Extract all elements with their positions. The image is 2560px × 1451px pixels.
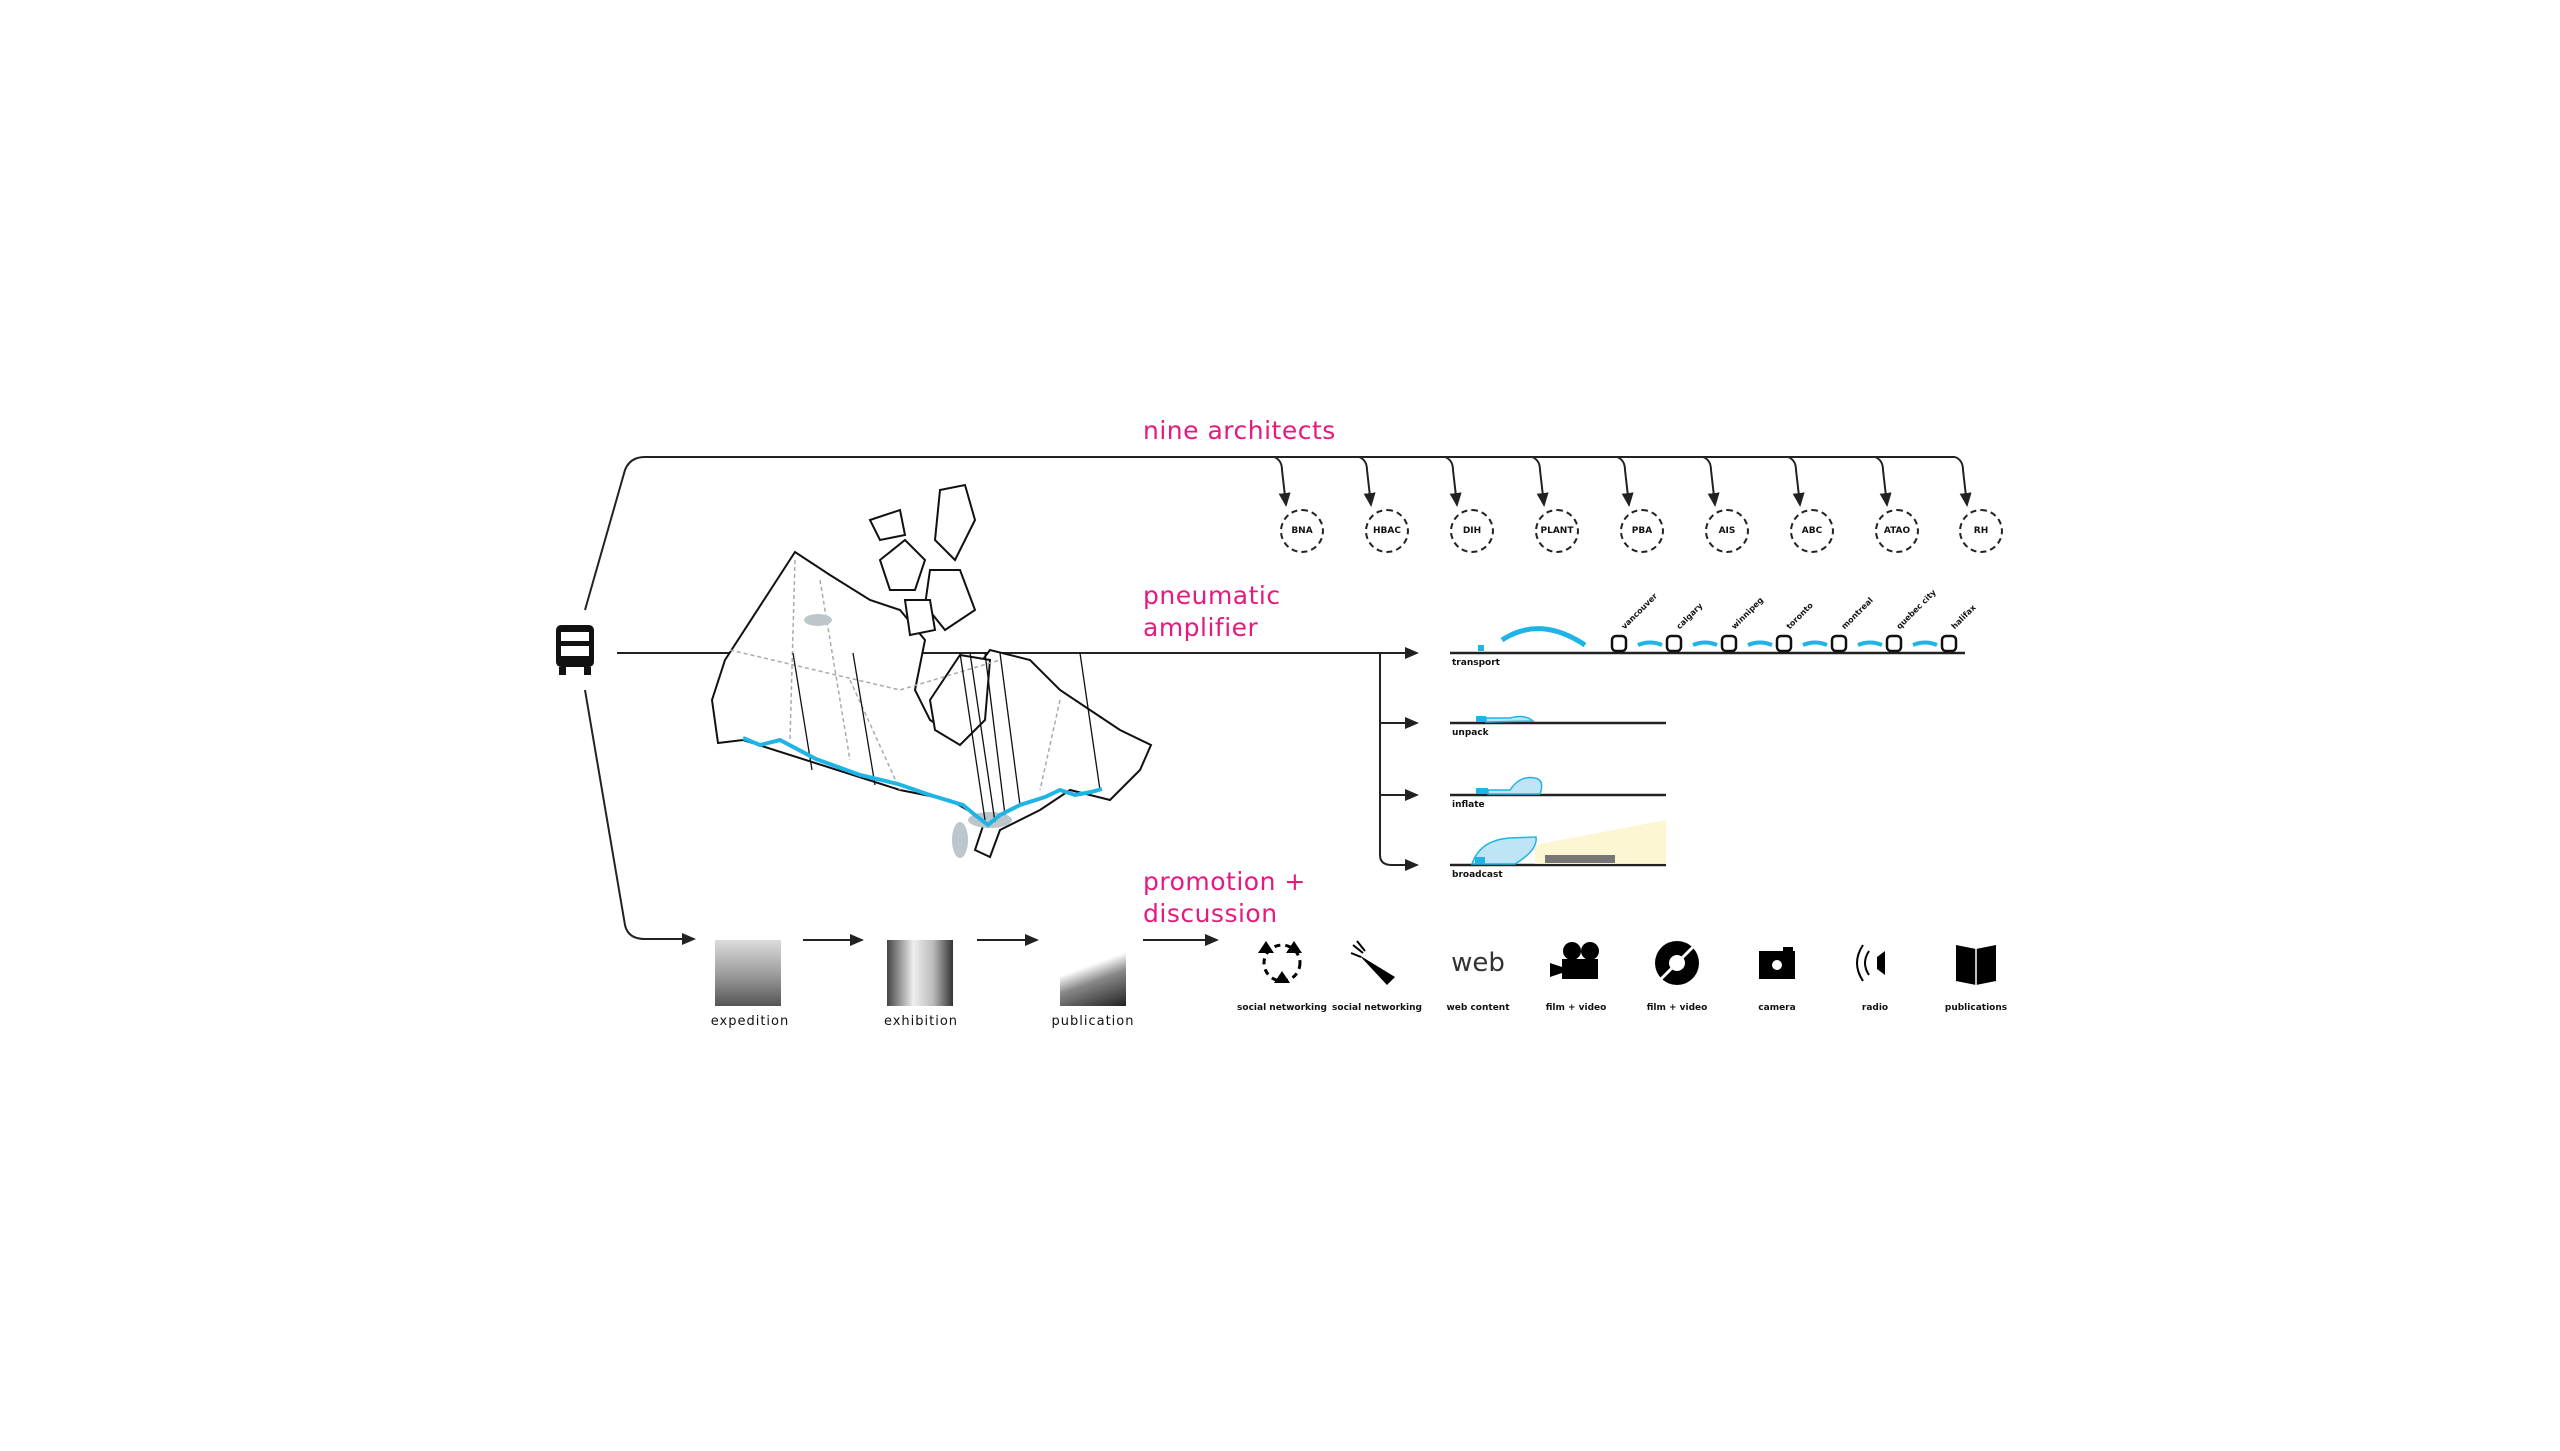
architects-branch-line <box>584 456 1955 611</box>
exhibition-photo <box>887 940 953 1006</box>
transport-drawing <box>1478 626 1958 653</box>
process-label-exhibition: exhibition <box>883 1014 959 1029</box>
media-label: film + video <box>1646 1003 1708 1013</box>
stage-label-unpack: unpack <box>1452 728 1489 738</box>
promotion-branch-line <box>584 689 696 945</box>
architect-circle: BNA <box>1280 509 1324 553</box>
publications-icon <box>1946 935 2006 991</box>
stage-label-inflate: inflate <box>1452 800 1485 810</box>
stage-label-broadcast: broadcast <box>1452 870 1503 880</box>
megaphone-icon <box>1347 935 1407 991</box>
route-line <box>742 736 1103 828</box>
promotion-heading-line1: promotion + <box>1143 867 1306 896</box>
architect-drops <box>1273 456 1972 507</box>
film-camera-icon <box>1546 935 1606 991</box>
unpack-drawing <box>1476 715 1535 723</box>
media-label: film + video <box>1545 1003 1607 1013</box>
architect-circle: PBA <box>1620 509 1664 553</box>
architect-circle: HBAC <box>1365 509 1409 553</box>
promotion-heading-line2: discussion <box>1143 899 1278 928</box>
broadcast-drawing <box>1470 820 1666 865</box>
media-label: social networking <box>1332 1003 1422 1013</box>
architect-circle: DIH <box>1450 509 1494 553</box>
media-label: social networking <box>1237 1003 1327 1013</box>
media-label: radio <box>1861 1003 1889 1013</box>
pneumatic-heading-line2: amplifier <box>1143 613 1259 642</box>
camera-icon <box>1747 935 1807 991</box>
social-network-icon <box>1252 935 1312 991</box>
media-label: web content <box>1446 1003 1510 1013</box>
architect-circle: ABC <box>1790 509 1834 553</box>
publication-photo <box>1060 940 1126 1006</box>
stage-label-transport: transport <box>1452 658 1500 668</box>
film-reel-icon <box>1647 935 1707 991</box>
architect-circle: ATAO <box>1875 509 1919 553</box>
nine-architects-heading: nine architects <box>1143 416 1336 445</box>
pneumatic-heading-line1: pneumatic <box>1143 581 1281 610</box>
expedition-photo <box>715 940 781 1006</box>
media-label: publications <box>1944 1003 2008 1013</box>
bus-icon <box>556 625 594 675</box>
radio-icon <box>1845 935 1905 991</box>
web-icon: web <box>1451 948 1505 978</box>
architect-circle: RH <box>1959 509 2003 553</box>
process-label-expedition: expedition <box>710 1014 790 1029</box>
architect-circle: PLANT <box>1535 509 1579 553</box>
canada-map <box>710 483 1153 859</box>
architect-circle: AIS <box>1705 509 1749 553</box>
process-label-publication: publication <box>1051 1014 1135 1029</box>
media-label: camera <box>1758 1003 1796 1013</box>
inflate-drawing <box>1476 776 1543 795</box>
